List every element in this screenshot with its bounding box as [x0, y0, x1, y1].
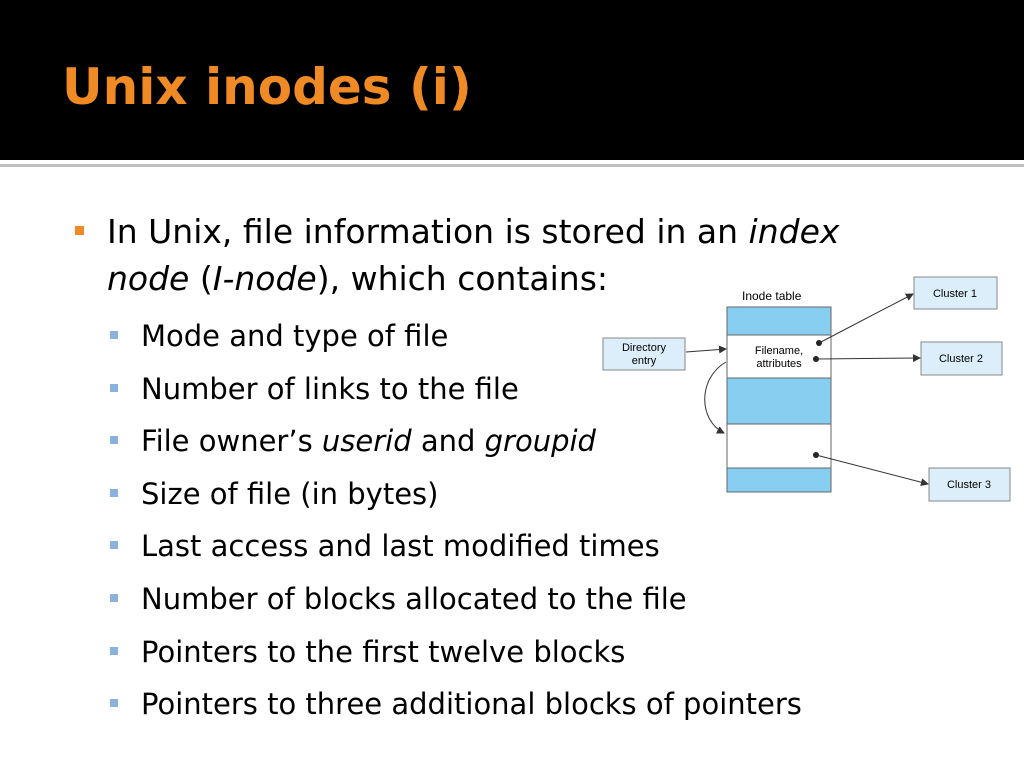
- directory-entry-line-1: Directory: [622, 342, 667, 354]
- inode-table-row-1: [726, 306, 832, 336]
- cluster-2-label: Cluster 2: [939, 353, 983, 365]
- sub-bullet-marker-icon: [110, 646, 118, 655]
- cluster-3-box: [928, 467, 1011, 502]
- sub-bullet-text: Pointers to three additional blocks of p…: [141, 687, 802, 722]
- inode-table-row-3: [726, 377, 832, 425]
- title-bar: Unix inodes (i): [0, 0, 1024, 160]
- cluster-1-label: Cluster 1: [933, 288, 977, 300]
- sub-bullet-text: Size of file (in bytes): [141, 476, 439, 511]
- sub-bullet-italic-groupid: groupid: [484, 424, 596, 459]
- inode-table-row-5: [726, 467, 832, 493]
- inode-curved-arrow: [704, 361, 727, 434]
- sub-bullet-marker-icon: [110, 488, 118, 497]
- main-bullet-italic-index: index: [748, 212, 840, 251]
- inode-table-row-4: [726, 423, 832, 469]
- inode-table-label: Inode table: [742, 289, 802, 303]
- filename-label-line-2: attributes: [756, 358, 802, 370]
- sub-bullet-marker-icon: [110, 541, 118, 550]
- sub-bullet-text: Last access and last modified times: [141, 529, 660, 564]
- pointer-arrow-cluster-3: [815, 454, 929, 487]
- main-bullet-line-1: In Unix, file information is stored in a…: [107, 208, 967, 255]
- sub-bullet-text: Number of links to the file: [141, 371, 519, 406]
- title-divider-gray: [0, 164, 1024, 167]
- sub-bullet-marker-icon: [110, 593, 118, 602]
- inode-diagram: Inode table Filename, attributes Directo…: [602, 276, 1011, 502]
- main-bullet-italic-inode: I-node: [212, 259, 317, 298]
- sub-bullet-marker-icon: [110, 436, 118, 445]
- sub-bullet-text: Number of blocks allocated to the file: [141, 581, 687, 616]
- directory-entry-box: [602, 337, 686, 371]
- directory-entry-line-2: entry: [632, 355, 657, 367]
- inode-table: [726, 306, 832, 493]
- directory-to-inode-arrow: [685, 345, 727, 354]
- main-bullet-text-part: (: [189, 259, 213, 298]
- main-bullet-italic-node: node: [107, 259, 190, 298]
- cluster-3-label: Cluster 3: [947, 479, 991, 491]
- sub-bullet-text-part: and: [411, 424, 485, 459]
- title-divider-white: [0, 160, 1024, 164]
- sub-bullet-text: File owner’s userid and groupid: [141, 418, 596, 464]
- main-bullet-text: In Unix, file information is stored in a…: [107, 208, 967, 302]
- main-bullet-marker-icon: [75, 226, 84, 235]
- pointer-arrow-cluster-1: [818, 293, 914, 344]
- cluster-1-box: [913, 276, 998, 310]
- main-bullet-line-2: node (I-node), which contains:: [107, 255, 967, 302]
- sub-bullet-marker-icon: [110, 331, 118, 339]
- sub-bullet-text: Pointers to the first twelve blocks: [141, 634, 626, 669]
- cluster-2-box: [920, 341, 1003, 376]
- sub-bullet-italic-userid: userid: [321, 424, 412, 459]
- main-bullet-text-part: ), which contains:: [316, 259, 609, 298]
- sub-bullet-marker-icon: [110, 383, 118, 392]
- filename-label-line-1: Filename,: [755, 345, 803, 357]
- sub-bullet-marker-icon: [110, 699, 118, 708]
- sub-bullet-text: Mode and type of file: [141, 319, 449, 353]
- slide-title: Unix inodes (i): [62, 58, 472, 116]
- main-bullet-text-part: In Unix, file information is stored in a…: [107, 212, 749, 251]
- inode-table-row-2: [726, 334, 832, 379]
- sub-bullet-text-part: File owner’s: [141, 424, 322, 459]
- pointer-arrow-cluster-2: [815, 354, 921, 363]
